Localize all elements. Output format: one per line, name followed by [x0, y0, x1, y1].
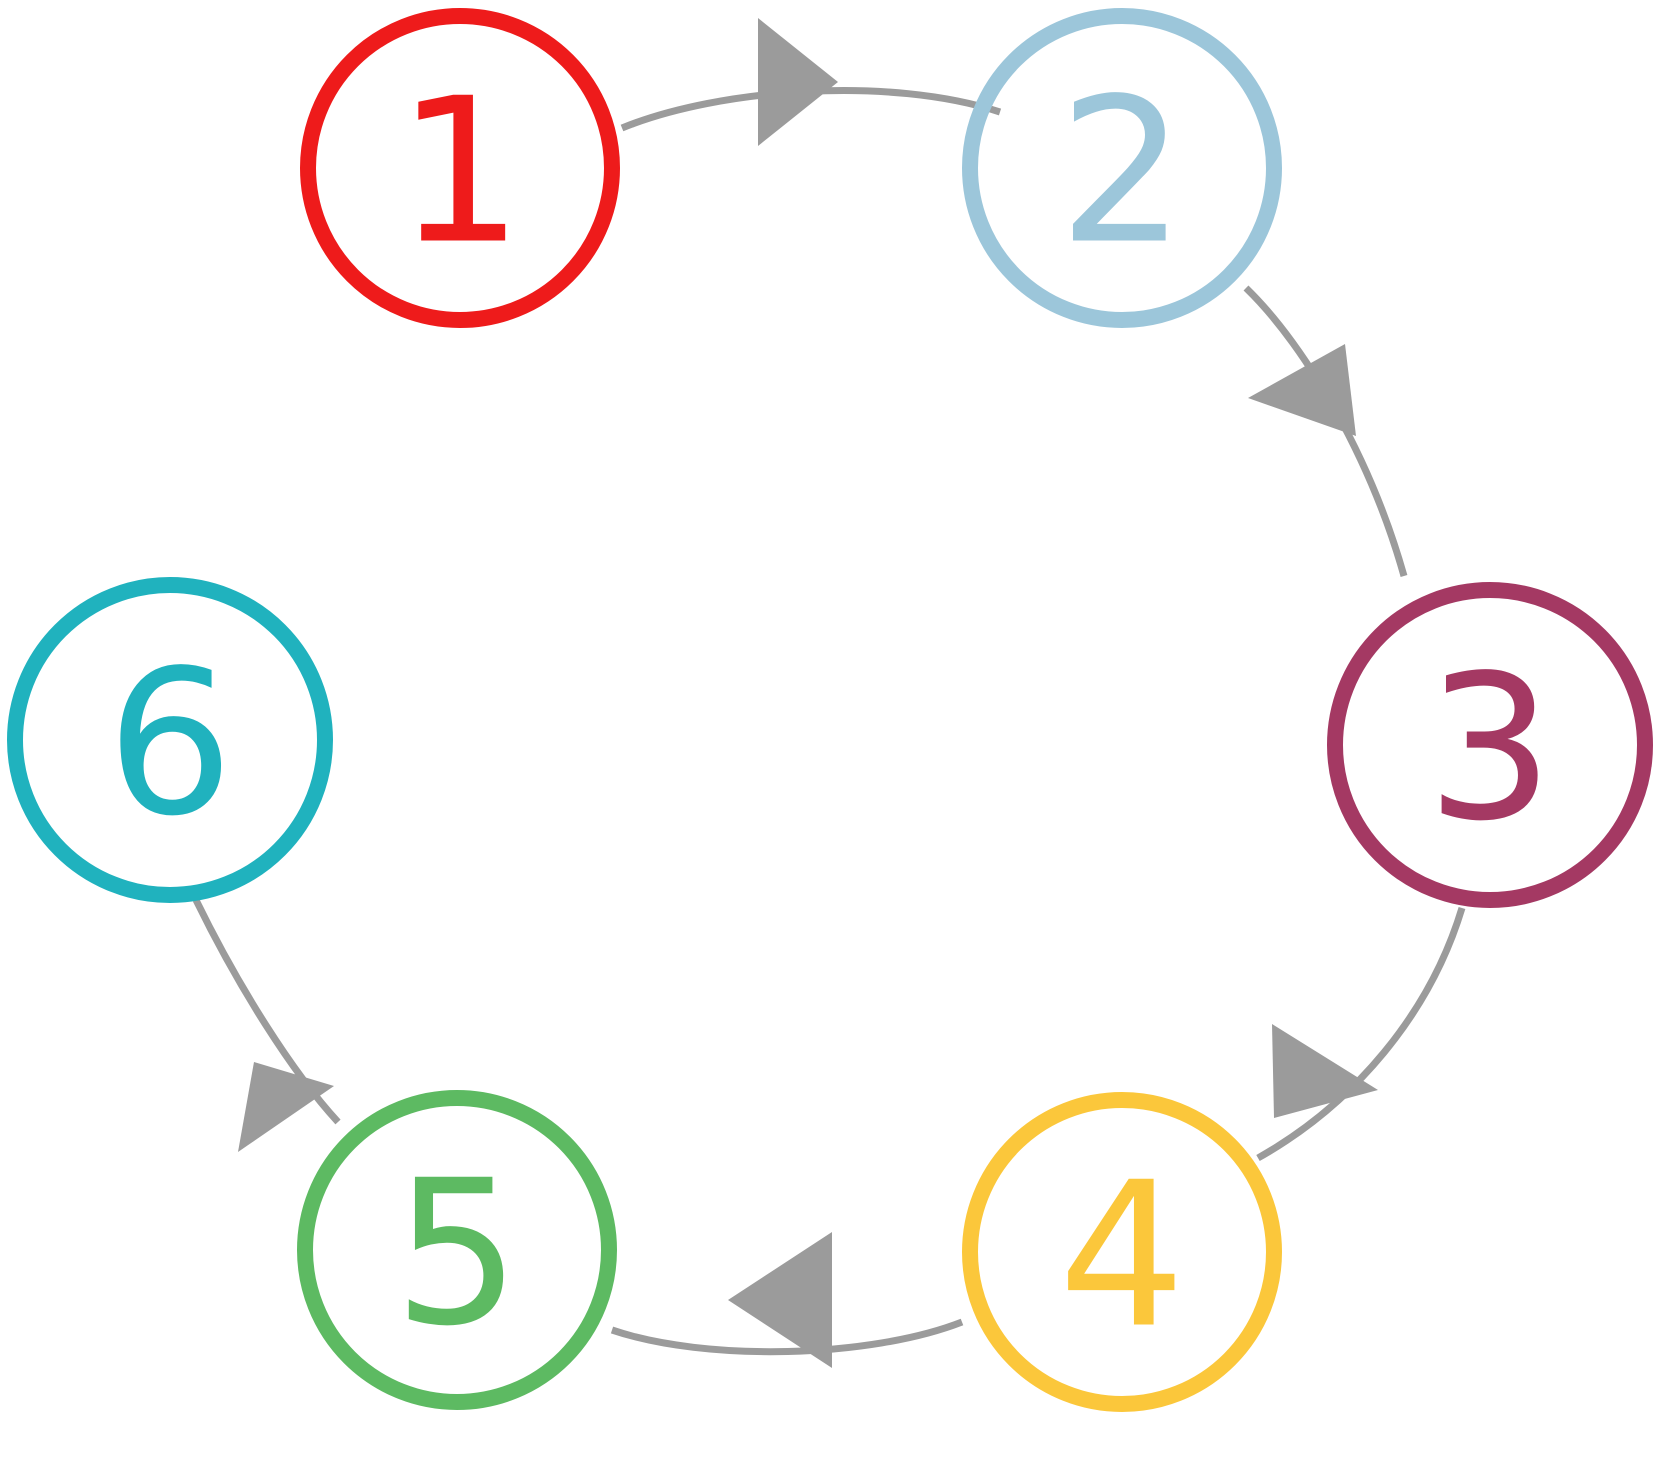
arrow-2-3-icon — [1248, 344, 1356, 436]
connector-5-to-6[interactable] — [192, 898, 341, 1152]
node-3-ring — [1327, 582, 1653, 908]
node-1[interactable]: 1 — [300, 8, 620, 328]
connector-3-4-path — [1256, 906, 1466, 1162]
node-6-ring — [7, 577, 333, 903]
arrow-5-6-icon — [238, 1062, 334, 1152]
connector-4-5-path — [610, 1318, 964, 1356]
node-5-ring — [297, 1090, 617, 1410]
node-4-ring — [962, 1092, 1282, 1412]
connector-1-to-2[interactable] — [620, 18, 1002, 146]
node-5-label: 5 — [393, 1138, 520, 1371]
node-1-ring — [300, 8, 620, 328]
node-3[interactable]: 3 — [1327, 582, 1653, 908]
arrow-1-2-icon — [758, 18, 838, 146]
connector-group — [192, 18, 1466, 1368]
node-3-label: 3 — [1426, 633, 1553, 866]
node-1-label: 1 — [396, 56, 523, 289]
node-4[interactable]: 4 — [962, 1092, 1282, 1412]
connector-3-to-4[interactable] — [1256, 906, 1466, 1162]
node-6[interactable]: 6 — [7, 577, 333, 903]
connector-4-to-5[interactable] — [610, 1232, 964, 1368]
connector-5-6-path — [192, 898, 341, 1125]
arrow-3-4-icon — [1272, 1024, 1378, 1118]
node-group: 1 2 3 4 5 — [7, 8, 1653, 1412]
node-4-label: 4 — [1058, 1140, 1185, 1373]
connector-2-to-3[interactable] — [1243, 285, 1408, 577]
node-5[interactable]: 5 — [297, 1090, 617, 1410]
arrow-4-5-icon — [728, 1232, 832, 1368]
node-2-label: 2 — [1058, 56, 1185, 289]
connector-2-3-path — [1243, 285, 1408, 577]
node-2[interactable]: 2 — [962, 8, 1282, 328]
node-6-label: 6 — [106, 628, 233, 861]
node-2-ring — [962, 8, 1282, 328]
